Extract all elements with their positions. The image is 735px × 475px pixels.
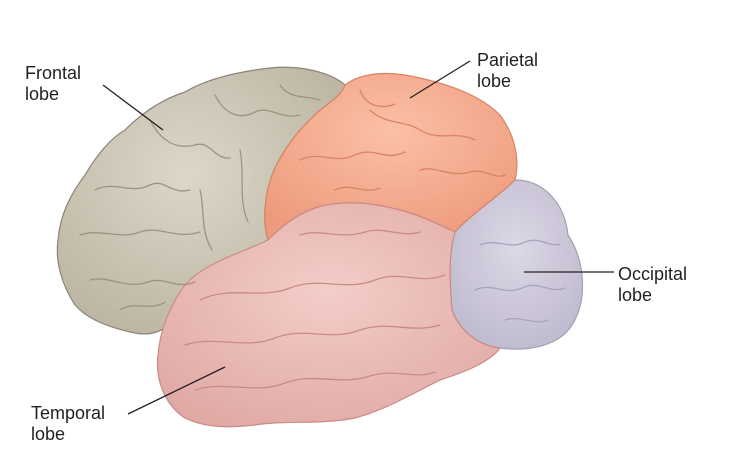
frontal-sulci: [79, 84, 321, 311]
occipital-sulci: [474, 239, 566, 323]
leader-line-frontal: [102, 84, 164, 131]
parietal-sulci: [299, 89, 506, 191]
leader-lines: [102, 60, 614, 415]
label-occipital-line1: Occipital: [618, 264, 688, 284]
label-occipital-lobe: Occipital lobe: [618, 264, 687, 306]
label-frontal-line1: Frontal: [25, 63, 82, 83]
label-parietal-line1: Parietal: [477, 50, 539, 70]
label-parietal-line2: lobe: [477, 71, 512, 91]
label-temporal-line1: Temporal: [31, 403, 106, 423]
leader-line-parietal: [409, 60, 471, 99]
label-frontal-lobe: Frontal lobe: [25, 63, 81, 105]
label-occipital-line2: lobe: [618, 285, 653, 305]
temporal-sulci: [184, 229, 446, 391]
label-parietal-lobe: Parietal lobe: [477, 50, 538, 92]
leader-line-temporal: [127, 366, 226, 415]
label-frontal-line2: lobe: [25, 84, 60, 104]
label-temporal-lobe: Temporal lobe: [31, 403, 105, 445]
label-temporal-line2: lobe: [31, 424, 66, 444]
temporal-lobe: [156, 202, 502, 428]
